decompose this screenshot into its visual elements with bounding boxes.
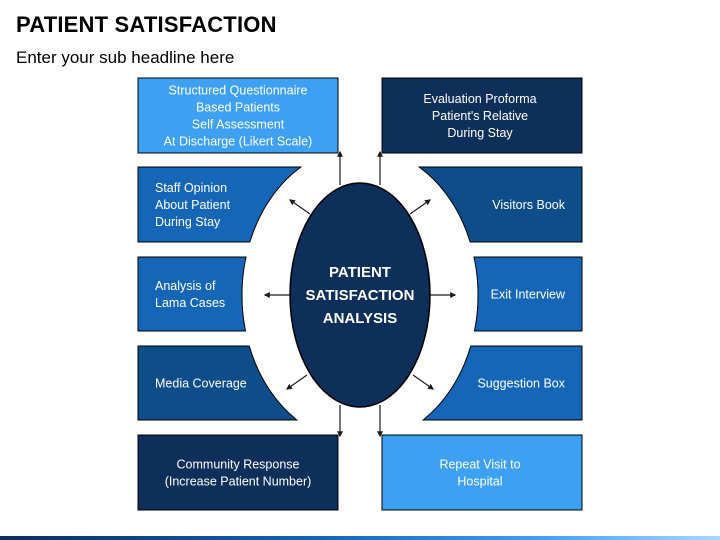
- box-label-exit-interview-line-1: Exit Interview: [491, 288, 566, 302]
- arrow-media-coverage: [286, 374, 308, 390]
- box-repeat-visit: Repeat Visit to Hospital: [381, 434, 583, 511]
- box-shape-media-coverage: [137, 345, 299, 421]
- box-shape-staff-opinion: [137, 166, 303, 243]
- box-label-structured-questionnaire-line-4: At Discharge (Likert Scale): [164, 135, 313, 149]
- box-label-repeat-visit-line-1: Repeat Visit to: [439, 458, 520, 472]
- box-suggestion-box: Suggestion Box: [421, 345, 583, 421]
- box-label-suggestion-box-line-1: Suggestion Box: [477, 377, 565, 391]
- box-shape-visitors-book: [417, 166, 583, 243]
- box-label-staff-opinion-line-1: Staff Opinion: [155, 181, 227, 195]
- box-label-structured-questionnaire-line-1: Structured Questionnaire: [169, 84, 308, 98]
- center-label-line-3: ANALYSIS: [323, 310, 397, 327]
- box-label-evaluation-proforma-line-3: During Stay: [447, 126, 513, 140]
- box-shape-repeat-visit: [381, 434, 583, 511]
- center-label-line-2: SATISFACTION: [306, 287, 415, 304]
- bottom-accent-bar: [0, 536, 720, 540]
- box-label-repeat-visit-line-2: Hospital: [457, 475, 502, 489]
- box-label-evaluation-proforma-line-2: Patient's Relative: [432, 109, 528, 123]
- box-label-analysis-of-lama-cases-line-2: Lama Cases: [155, 296, 225, 310]
- box-label-evaluation-proforma-line-1: Evaluation Proforma: [423, 92, 536, 106]
- page-title: PATIENT SATISFACTION: [16, 12, 277, 37]
- box-community-response: Community Response (Increase Patient Numb…: [137, 434, 339, 511]
- box-shape-analysis-of-lama-cases: [137, 256, 247, 332]
- box-label-staff-opinion-line-2: About Patient: [155, 198, 231, 212]
- box-visitors-book: Visitors Book: [417, 166, 583, 243]
- arrows-layer: [263, 150, 457, 438]
- box-shape-community-response: [137, 434, 339, 511]
- arrow-suggestion-box: [412, 374, 434, 390]
- box-shape-suggestion-box: [421, 345, 583, 421]
- box-label-structured-questionnaire-line-2: Based Patients: [196, 101, 280, 115]
- box-label-structured-questionnaire-line-3: Self Assessment: [192, 118, 285, 132]
- box-shape-exit-interview: [473, 256, 583, 332]
- arrow-visitors-book: [409, 199, 431, 215]
- center-node: PATIENT SATISFACTION ANALYSIS: [289, 182, 431, 408]
- box-label-community-response-line-2: (Increase Patient Number): [165, 475, 312, 489]
- center-ellipse: [289, 182, 431, 408]
- box-label-analysis-of-lama-cases-line-1: Analysis of: [155, 279, 216, 293]
- box-analysis-of-lama-cases: Analysis of Lama Cases: [137, 256, 247, 332]
- box-label-community-response-line-1: Community Response: [177, 458, 300, 472]
- page-subtitle: Enter your sub headline here: [16, 48, 235, 67]
- box-label-staff-opinion-line-3: During Stay: [155, 215, 221, 229]
- box-shape-evaluation-proforma: [381, 77, 583, 154]
- box-label-visitors-book-line-1: Visitors Book: [492, 198, 565, 212]
- box-media-coverage: Media Coverage: [137, 345, 299, 421]
- arrow-staff-opinion: [289, 199, 311, 215]
- box-exit-interview: Exit Interview: [473, 256, 583, 332]
- box-label-media-coverage-line-1: Media Coverage: [155, 377, 247, 391]
- center-label-line-1: PATIENT: [329, 264, 391, 281]
